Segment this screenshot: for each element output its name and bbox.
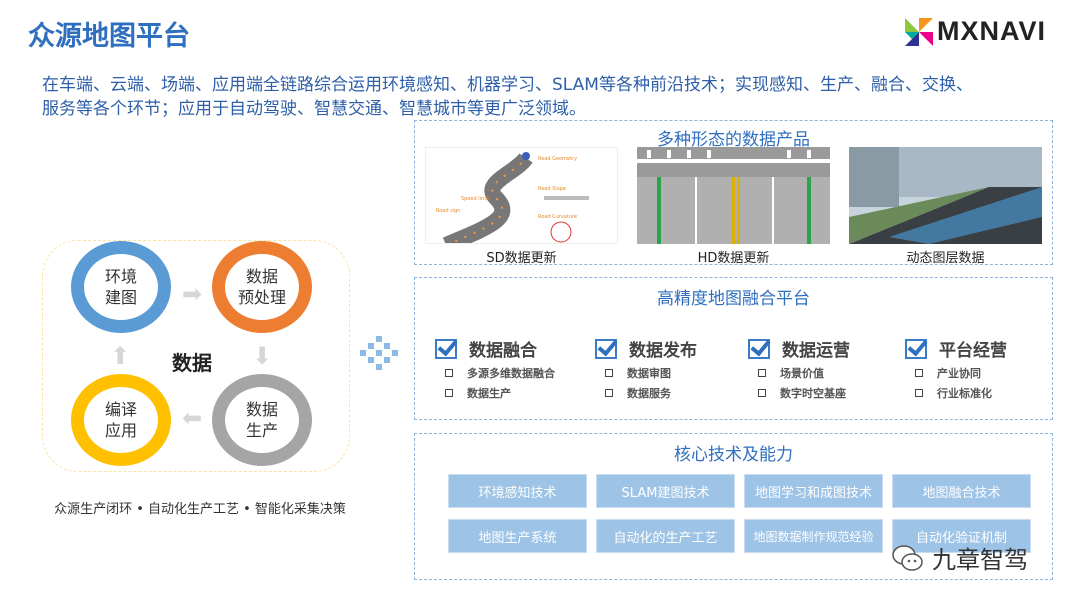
platform-title: 高精度地图融合平台 [657, 289, 810, 309]
cycle-node-production: 数据 生产 [212, 374, 312, 466]
square-bullet-icon [915, 389, 923, 397]
arrow-up-icon: ⬆ [110, 342, 131, 370]
platform-col-publish: 数据发布 数据审图 数据服务 [595, 336, 697, 401]
road-slope-label: Road Slope [538, 186, 566, 192]
tech-item: 地图学习和成图技术 [744, 474, 883, 508]
cycle-caption: 众源生产闭环 • 自动化生产工艺 • 智能化采集决策 [54, 502, 346, 517]
platform-section: 高精度地图融合平台 数据融合 多源多维数据融合 数据生产 数据发布 数据审图 数… [414, 277, 1053, 420]
tech-item: 环境感知技术 [448, 474, 587, 508]
sd-caption: SD数据更新 [486, 251, 557, 266]
platform-col-operation: 数据运营 场景价值 数字时空基座 [748, 336, 850, 401]
road-sign-label: Road sign [436, 208, 460, 214]
cycle-node-env-mapping: 环境 建图 [71, 241, 171, 333]
wechat-icon [892, 544, 923, 571]
core-section: 核心技术及能力 环境感知技术 SLAM建图技术 地图学习和成图技术 地图融合技术… [414, 433, 1053, 580]
watermark-text: 九章智驾 [932, 546, 1028, 574]
tech-item: SLAM建图技术 [596, 474, 735, 508]
tech-item: 自动化验证机制 [892, 519, 1031, 553]
road-geometry-label: Road Geometry [538, 156, 577, 162]
dynamic-layer-image [849, 147, 1042, 244]
tech-item: 自动化的生产工艺 [596, 519, 735, 553]
square-bullet-icon [758, 369, 766, 377]
flow-arrow-icon [360, 336, 398, 370]
square-bullet-icon [915, 369, 923, 377]
cycle-center-label: 数据 [172, 351, 212, 375]
logo-text: MXNAVI [937, 16, 1047, 46]
square-bullet-icon [605, 369, 613, 377]
checkbox-checked-icon [595, 338, 617, 359]
square-bullet-icon [605, 389, 613, 397]
road-curvature-label: Road Curvature [538, 214, 577, 220]
subtitle-line-1: 在车端、云端、场端、应用端全链路综合运用环境感知、机器学习、SLAM等各种前沿技… [42, 75, 973, 95]
tech-item: 地图数据制作规范经验 [744, 519, 883, 553]
tech-item: 地图生产系统 [448, 519, 587, 553]
core-title: 核心技术及能力 [674, 445, 793, 465]
products-title: 多种形态的数据产品 [657, 130, 810, 150]
pinwheel-logo-icon [905, 17, 933, 46]
cycle-node-preprocess: 数据 预处理 [212, 241, 312, 333]
products-section: 多种形态的数据产品 Road Geometry Road Slope Speed… [414, 120, 1053, 266]
arrow-down-icon: ⬇ [252, 342, 273, 370]
page-title: 众源地图平台 [28, 21, 190, 52]
subtitle-line-2: 服务等各个环节；应用于自动驾驶、智慧交通、智慧城市等更广泛领域。 [42, 99, 586, 119]
hd-map-image [637, 147, 830, 244]
watermark: 九章智驾 [890, 540, 1028, 575]
hd-caption: HD数据更新 [697, 251, 770, 266]
square-bullet-icon [758, 389, 766, 397]
checkbox-checked-icon [748, 338, 770, 359]
checkbox-checked-icon [905, 338, 927, 359]
cycle-panel [42, 240, 350, 472]
mxnavi-logo: MXNAVI [905, 16, 1046, 47]
square-bullet-icon [445, 369, 453, 377]
arrow-left-icon: ⬅ [182, 404, 203, 432]
cycle-node-compile: 编译 应用 [71, 374, 171, 466]
arrow-right-icon: ➡ [182, 280, 203, 308]
checkbox-checked-icon [435, 338, 457, 359]
platform-col-fusion: 数据融合 多源多维数据融合 数据生产 [435, 336, 555, 401]
platform-col-business: 平台经营 产业协同 行业标准化 [905, 336, 1007, 401]
square-bullet-icon [445, 389, 453, 397]
sd-map-image: Road Geometry Road Slope Speed limit Roa… [425, 147, 618, 244]
dynamic-caption: 动态图层数据 [906, 251, 985, 266]
speed-limit-label: Speed limit [461, 196, 489, 202]
tech-item: 地图融合技术 [892, 474, 1031, 508]
